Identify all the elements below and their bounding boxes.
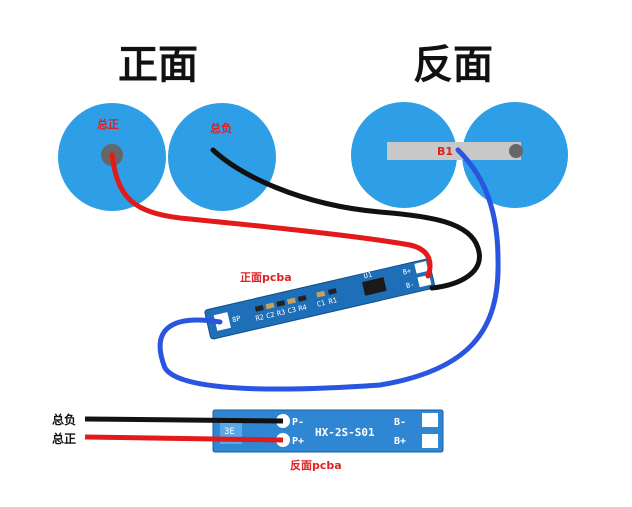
side-label-b-plus: B+ — [394, 436, 406, 447]
blue-wire — [157, 147, 501, 392]
component-label: R4 — [298, 303, 308, 313]
back-left-mark: 3E — [224, 427, 235, 437]
component-label: R2 — [255, 313, 265, 323]
lead-positive — [84, 434, 284, 443]
terminal-label-b-minus: B- — [405, 280, 415, 290]
front-heading: 正面 — [118, 42, 198, 88]
pad-label-p-minus: P- — [292, 417, 304, 428]
component-label: R1 — [328, 296, 338, 306]
board-model: HX-2S-S01 — [315, 426, 375, 439]
back-terminal-right — [509, 144, 523, 158]
nickel-strip — [387, 142, 521, 160]
side-label-b-minus: B- — [394, 417, 406, 428]
component-label: U1 — [363, 271, 373, 281]
lead-negative — [84, 416, 284, 424]
component-label: R3 — [276, 308, 286, 318]
lead-label-negative: 总负 — [52, 412, 76, 427]
strip-label: B1 — [437, 145, 453, 158]
back-pcba-caption: 反面pcba — [290, 458, 342, 472]
front-pcba-caption: 正面pcba — [240, 271, 292, 284]
component-label: C2 — [265, 311, 275, 321]
black-wire — [210, 147, 482, 291]
cell-label-total-negative: 总负 — [210, 121, 232, 135]
component-label: C3 — [287, 306, 297, 316]
cell-label-total-positive: 总正 — [97, 117, 119, 131]
terminal-label-b-plus: B+ — [402, 267, 412, 277]
back-pcba-board: 3E P- P+ HX-2S-S01 B- B+ — [212, 409, 444, 453]
pad-label-p-plus: P+ — [292, 436, 304, 447]
left-terminal-label: 8P — [231, 314, 241, 324]
component-label: C1 — [316, 299, 326, 309]
lead-label-positive: 总正 — [52, 431, 76, 446]
red-wire — [109, 152, 433, 279]
back-heading: 反面 — [413, 42, 493, 88]
front-pcba-board: R2 C2 R3 C3 R4 C1 R1 U1 8P B+ B- — [204, 258, 436, 340]
